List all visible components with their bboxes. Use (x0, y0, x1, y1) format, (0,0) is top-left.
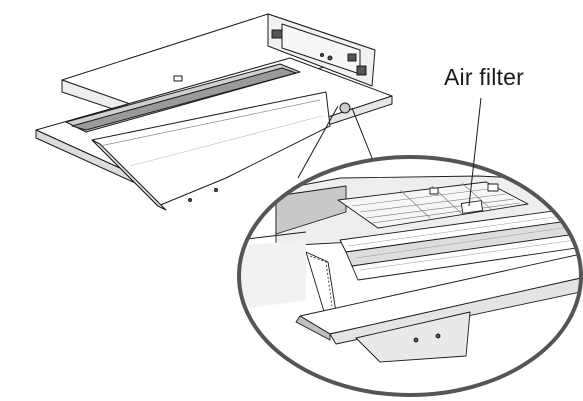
zoom-origin-marker (339, 102, 351, 114)
screw-2 (320, 53, 324, 57)
rail-upper (339, 205, 581, 253)
connector-1 (271, 29, 283, 39)
rail-mid (345, 217, 581, 267)
zoom-leader (297, 102, 373, 179)
outlet-strip-inner (71, 67, 297, 131)
rail-lower (351, 231, 581, 281)
screw-1 (327, 55, 333, 61)
zoom-detail (237, 155, 583, 397)
intake-grille-edge (91, 139, 167, 211)
ceiling-left (239, 240, 306, 310)
air-filter-leader (468, 97, 482, 207)
air-filter-label: Air filter (444, 64, 524, 90)
connector-3 (356, 65, 367, 76)
connector-2 (347, 53, 357, 62)
zoom-upper-flap (275, 185, 347, 235)
indoor-unit (35, 13, 393, 211)
lower-panel (355, 311, 471, 363)
grille-slab-bottom (329, 275, 581, 345)
zoom-ellipse-border (237, 155, 583, 397)
filter-tab (460, 200, 484, 214)
grille-slab-edge (295, 315, 331, 341)
